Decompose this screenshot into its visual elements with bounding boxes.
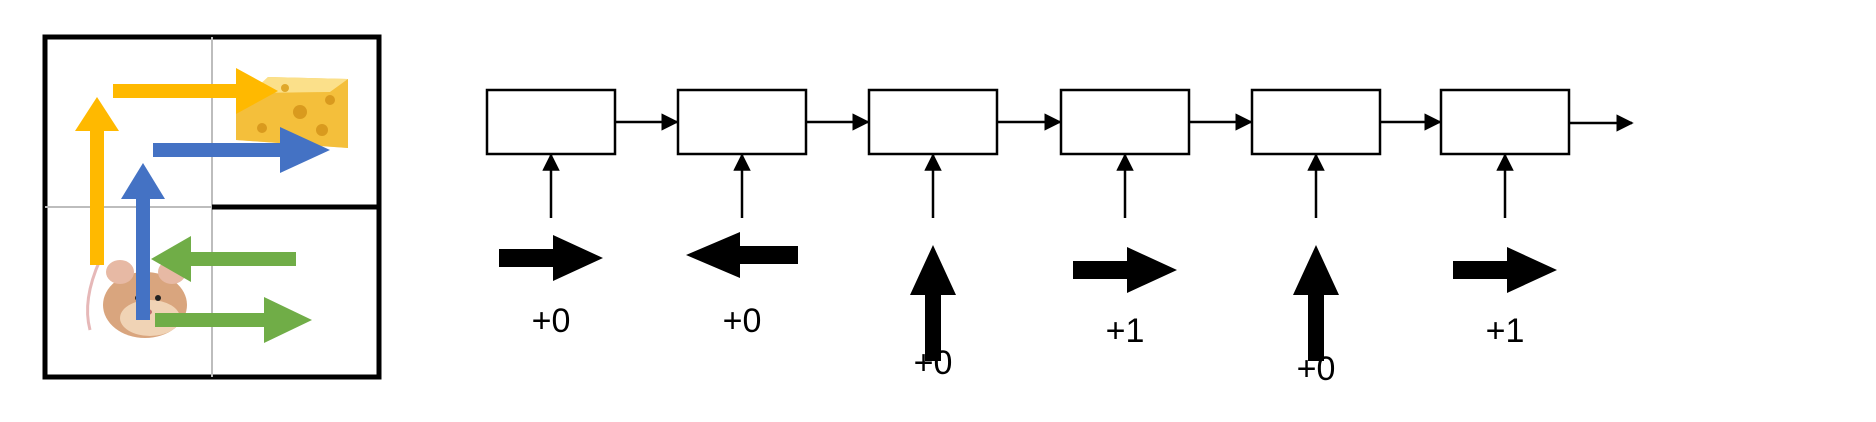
action-arrow-up-3 xyxy=(910,245,956,361)
reward-label-5: +0 xyxy=(1297,350,1336,388)
green-arrow-right-head xyxy=(264,297,312,343)
action-arrow-shape xyxy=(1073,247,1177,293)
action-arrow-shape xyxy=(499,235,603,281)
rnn-cell-3 xyxy=(867,88,999,156)
rnn-cell-6 xyxy=(1439,88,1571,156)
reward-label-6: +1 xyxy=(1486,312,1525,350)
action-arrow-right-1 xyxy=(499,235,603,281)
reward-label-3: +0 xyxy=(914,344,953,382)
rnn-cell-2 xyxy=(676,88,808,156)
action-arrow-up-5 xyxy=(1293,245,1339,361)
action-arrow-shape xyxy=(910,245,956,361)
rnn-cell-1 xyxy=(485,88,617,156)
action-arrow-right-6 xyxy=(1453,247,1557,293)
time-steps: +0 +0 +0 +1 +0 +1 xyxy=(499,232,1557,388)
action-arrow-shape xyxy=(1453,247,1557,293)
blue-arrow-right-head xyxy=(280,127,330,173)
green-arrow-left-head xyxy=(151,236,191,282)
action-arrow-shape xyxy=(1293,245,1339,361)
reward-label-4: +1 xyxy=(1106,312,1145,350)
reward-label-2: +0 xyxy=(723,302,762,340)
yellow-arrow-up-head xyxy=(75,97,119,131)
green-path xyxy=(151,236,312,343)
rnn-chain xyxy=(485,88,1634,218)
rnn-cell-5 xyxy=(1250,88,1382,156)
rnn-cell-4 xyxy=(1059,88,1191,156)
yellow-arrow-right-head xyxy=(236,68,278,114)
blue-arrow-up-head xyxy=(121,163,165,199)
reward-label-1: +0 xyxy=(532,302,571,340)
blue-path xyxy=(121,127,330,320)
action-arrow-shape xyxy=(686,232,798,278)
yellow-path xyxy=(75,68,278,265)
action-arrow-right-4 xyxy=(1073,247,1177,293)
maze-grid xyxy=(42,34,382,380)
action-arrow-left-2 xyxy=(686,232,798,278)
